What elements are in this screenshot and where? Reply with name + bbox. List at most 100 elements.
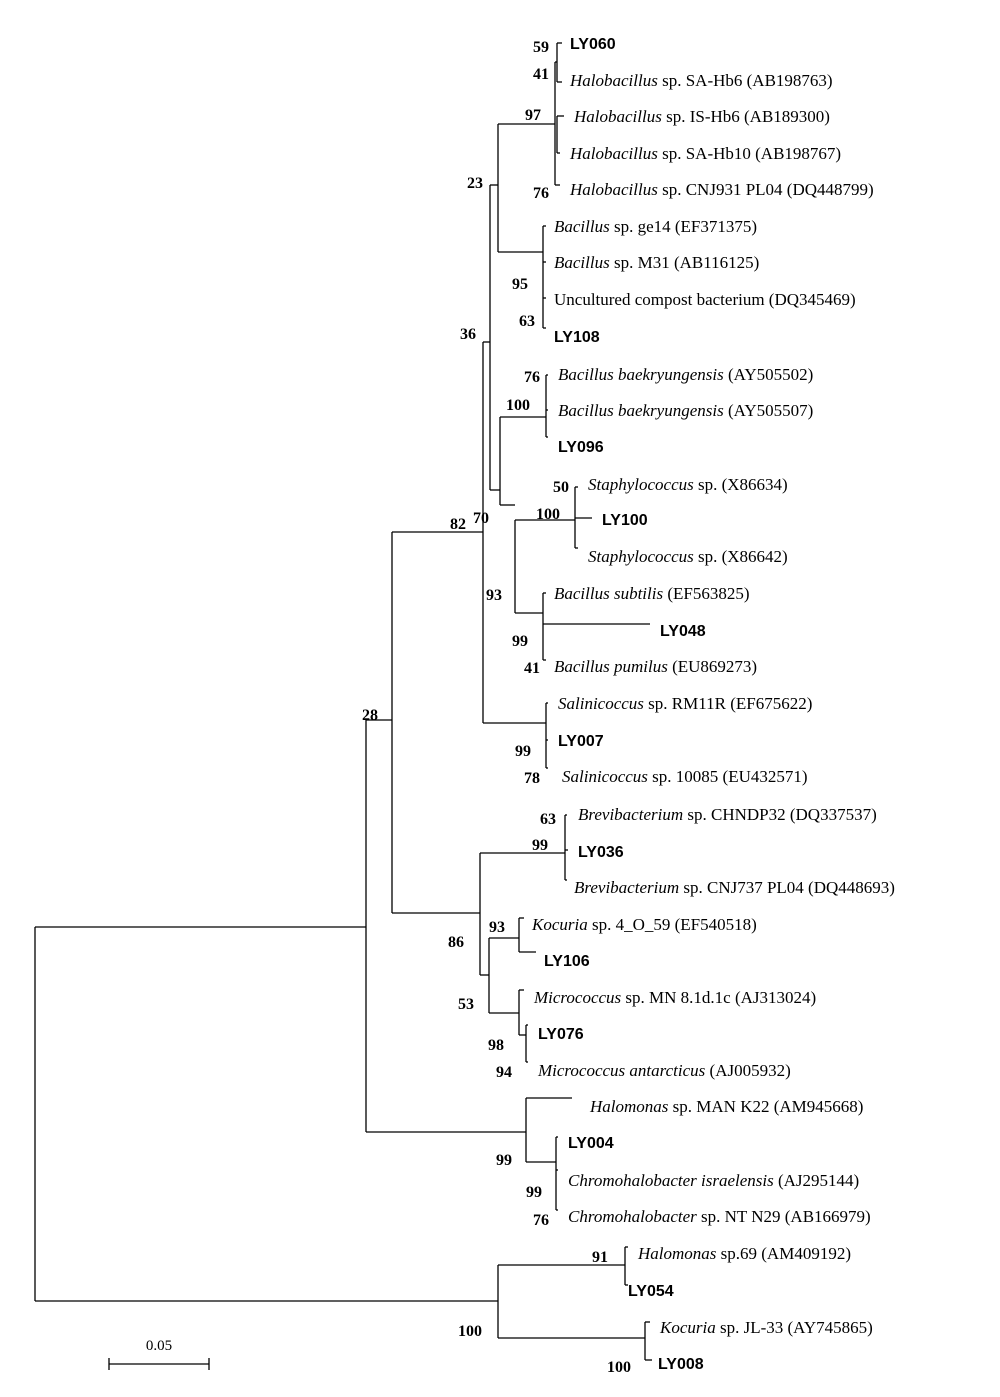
scale-bar-label: 0.05 (146, 1338, 172, 1354)
bootstrap-value: 63 (519, 313, 535, 330)
svg-text:Halomonas sp.69 (AM409192): Halomonas sp.69 (AM409192) (637, 1244, 851, 1263)
bootstrap-value: 94 (496, 1064, 512, 1081)
bootstrap-value: 100 (536, 506, 560, 523)
svg-text:LY004: LY004 (568, 1135, 614, 1152)
bootstrap-value: 91 (592, 1249, 608, 1266)
svg-text:Staphylococcus sp. (X86642): Staphylococcus sp. (X86642) (588, 547, 788, 566)
leaf-label-ly106: LY106 (544, 953, 590, 970)
leaf-label-chromo1: Chromohalobacter israelensis (568, 1171, 774, 1190)
svg-text:LY076: LY076 (538, 1026, 584, 1043)
bootstrap-value: 100 (607, 1359, 631, 1376)
svg-text:Kocuria sp. 4_O_59 (EF540518): Kocuria sp. 4_O_59 (EF540518) (531, 915, 757, 934)
svg-text:Uncultured compost bacterium (: Uncultured compost bacterium (DQ345469) (554, 290, 856, 309)
bootstrap-value: 36 (460, 326, 476, 343)
bootstrap-value: 99 (496, 1152, 512, 1169)
svg-text:Chromohalobacter israelensis (: Chromohalobacter israelensis (AJ295144) (568, 1171, 859, 1190)
svg-text:Halobacillus sp. SA-Hb6 (AB198: Halobacillus sp. SA-Hb6 (AB198763) (569, 71, 833, 90)
leaf-label-halomonas2: Halomonas (637, 1244, 717, 1263)
leaf-label-pumilus: Bacillus pumilus (554, 657, 668, 676)
svg-text:LY106: LY106 (544, 953, 590, 970)
bootstrap-value: 76 (533, 1212, 549, 1229)
leaf-label-m31: Bacillus (554, 253, 610, 272)
bootstrap-value: 93 (489, 919, 505, 936)
leaf-label-ly096: LY096 (558, 439, 604, 456)
svg-text:Salinicoccus sp. 10085 (EU4325: Salinicoccus sp. 10085 (EU432571) (562, 767, 808, 786)
leaf-label-ly100: LY100 (602, 512, 648, 529)
svg-text:LY108: LY108 (554, 329, 600, 346)
svg-text:Chromohalobacter sp. NT N29 (A: Chromohalobacter sp. NT N29 (AB166979) (568, 1207, 871, 1226)
svg-text:LY036: LY036 (578, 844, 624, 861)
svg-text:Bacillus subtilis (EF563825): Bacillus subtilis (EF563825) (554, 584, 750, 603)
leaf-label-kocuria2: Kocuria (659, 1318, 716, 1337)
bootstrap-value: 82 (450, 516, 466, 533)
leaf-label-uncultured: Uncultured compost bacterium (DQ345469) (554, 290, 856, 309)
leaf-label-subtilis: Bacillus subtilis (554, 584, 663, 603)
svg-text:Brevibacterium sp. CNJ737 PL04: Brevibacterium sp. CNJ737 PL04 (DQ448693… (574, 878, 895, 897)
svg-text:Brevibacterium sp. CHNDP32 (DQ: Brevibacterium sp. CHNDP32 (DQ337537) (578, 805, 877, 824)
bootstrap-values: 59 41 97 76 23 95 63 36 76 100 50 100 82… (362, 39, 631, 1376)
leaf-label-ly108: LY108 (554, 329, 600, 346)
bootstrap-value: 86 (448, 934, 464, 951)
svg-text:Bacillus pumilus (EU869273): Bacillus pumilus (EU869273) (554, 657, 757, 676)
bootstrap-value: 99 (532, 837, 548, 854)
bootstrap-value: 41 (524, 660, 540, 677)
bootstrap-value: 78 (524, 770, 540, 787)
leaf-label-kocuria1: Kocuria (531, 915, 588, 934)
bootstrap-value: 100 (458, 1323, 482, 1340)
svg-text:Micrococcus antarcticus (AJ005: Micrococcus antarcticus (AJ005932) (537, 1061, 791, 1080)
bootstrap-value: 100 (506, 397, 530, 414)
bootstrap-value: 23 (467, 175, 483, 192)
bootstrap-value: 99 (526, 1184, 542, 1201)
svg-text:Kocuria sp. JL-33 (AY745865): Kocuria sp. JL-33 (AY745865) (659, 1318, 873, 1337)
bootstrap-value: 99 (512, 633, 528, 650)
leaf-label-ly048: LY048 (660, 623, 706, 640)
svg-text:Bacillus baekryungensis (AY505: Bacillus baekryungensis (AY505502) (558, 365, 813, 384)
svg-text:LY060: LY060 (570, 36, 616, 53)
bootstrap-value: 99 (515, 743, 531, 760)
leaf-label-antarcticus: Micrococcus antarcticus (537, 1061, 706, 1080)
svg-text:LY007: LY007 (558, 733, 604, 750)
bootstrap-value: 59 (533, 39, 549, 56)
svg-text:LY048: LY048 (660, 623, 706, 640)
bootstrap-value: 97 (525, 107, 541, 124)
leaf-label-ly076: LY076 (538, 1026, 584, 1043)
leaf-label-cnj931: Halobacillus (569, 180, 658, 199)
leaf-label-brev1: Brevibacterium (578, 805, 683, 824)
leaf-label-sa-hb10: Halobacillus (569, 144, 658, 163)
leaf-label-staph2: Staphylococcus (588, 547, 694, 566)
leaf-label-ly054: LY054 (628, 1283, 674, 1300)
bootstrap-value: 50 (553, 479, 569, 496)
leaf-label-baek2: Bacillus baekryungensis (558, 401, 724, 420)
svg-text:Halobacillus sp. IS-Hb6 (AB189: Halobacillus sp. IS-Hb6 (AB189300) (573, 107, 830, 126)
leaf-labels: LY060 Halobacillus sp. SA-Hb6 (AB198763)… (531, 36, 895, 1373)
bootstrap-value: 98 (488, 1037, 504, 1054)
leaf-label-ly007: LY007 (558, 733, 604, 750)
leaf-label-ly060: LY060 (570, 36, 616, 53)
tree-branches (34, 42, 652, 1361)
leaf-label-micro1: Micrococcus (533, 988, 622, 1007)
bootstrap-value: 76 (533, 185, 549, 202)
bootstrap-value: 63 (540, 811, 556, 828)
svg-text:LY100: LY100 (602, 512, 648, 529)
bootstrap-value: 76 (524, 369, 540, 386)
svg-text:Bacillus baekryungensis (AY505: Bacillus baekryungensis (AY505507) (558, 401, 813, 420)
svg-text:Halobacillus sp. CNJ931 PL04 (: Halobacillus sp. CNJ931 PL04 (DQ448799) (569, 180, 874, 199)
bootstrap-value: 53 (458, 996, 474, 1013)
svg-text:Bacillus sp. ge14 (EF371375): Bacillus sp. ge14 (EF371375) (554, 217, 757, 236)
leaf-label-halomonas1: Halomonas (589, 1097, 669, 1116)
svg-text:Bacillus sp. M31 (AB116125): Bacillus sp. M31 (AB116125) (554, 253, 759, 272)
svg-text:Halobacillus sp. SA-Hb10 (AB19: Halobacillus sp. SA-Hb10 (AB198767) (569, 144, 841, 163)
bootstrap-value: 95 (512, 276, 528, 293)
bootstrap-value: 41 (533, 66, 549, 83)
leaf-label-brev2: Brevibacterium (574, 878, 679, 897)
svg-text:Staphylococcus sp. (X86634): Staphylococcus sp. (X86634) (588, 475, 788, 494)
svg-text:LY096: LY096 (558, 439, 604, 456)
leaf-label-ly036: LY036 (578, 844, 624, 861)
leaf-label-ly004: LY004 (568, 1135, 614, 1152)
svg-text:LY008: LY008 (658, 1356, 704, 1373)
leaf-label-chromo2: Chromohalobacter (568, 1207, 697, 1226)
leaf-label-ly008: LY008 (658, 1356, 704, 1373)
bootstrap-value: 70 (473, 510, 489, 527)
svg-text:Micrococcus sp. MN 8.1d.1c (AJ: Micrococcus sp. MN 8.1d.1c (AJ313024) (533, 988, 816, 1007)
